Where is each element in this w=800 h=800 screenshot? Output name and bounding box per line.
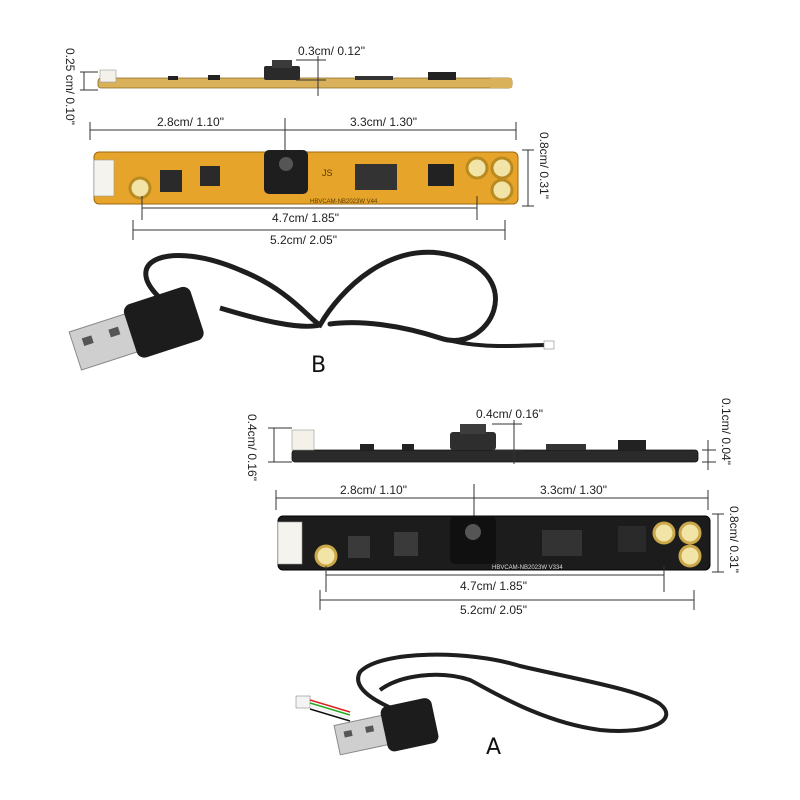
variant-a-side-view: 0.4cm/ 0.16" 0.4cm/ 0.16" 0.1cm/ 0.04"	[245, 398, 733, 481]
a-hole-spacing-label: 4.7cm/ 1.85"	[460, 579, 527, 593]
variant-a: 0.4cm/ 0.16" 0.4cm/ 0.16" 0.1cm/ 0.04" 2…	[245, 398, 741, 760]
a-left-span-label: 2.8cm/ 1.10"	[340, 483, 407, 497]
b-mark-text: JS	[322, 168, 333, 178]
a-variant-label: A	[486, 735, 501, 760]
a-side-thickness-label: 0.4cm/ 0.16"	[245, 414, 259, 481]
b-silk-text: HBVCAM-NB2023W V44	[310, 199, 378, 205]
variant-b-side-view: 0.25 cm/ 0.10" 0.3cm/ 0.12"	[63, 44, 513, 125]
a-right-span-label: 3.3cm/ 1.30"	[540, 483, 607, 497]
variant-b: 0.25 cm/ 0.10" 0.3cm/ 0.12" 2.8cm/ 1.10"…	[63, 44, 555, 378]
variant-b-span-dims: 2.8cm/ 1.10" 3.3cm/ 1.30"	[89, 115, 517, 165]
a-width-label: 0.8cm/ 0.31"	[727, 506, 741, 573]
b-right-span-label: 3.3cm/ 1.30"	[350, 115, 417, 129]
variant-b-width-dim: 0.8cm/ 0.31"	[522, 132, 551, 207]
a-usb-plug-icon	[333, 698, 439, 756]
b-variant-label: B	[311, 353, 326, 378]
variant-a-span-dims: 2.8cm/ 1.10" 3.3cm/ 1.30"	[275, 483, 709, 530]
b-hole-spacing-label: 4.7cm/ 1.85"	[272, 211, 339, 225]
b-left-span-label: 2.8cm/ 1.10"	[157, 115, 224, 129]
variant-b-length-dims: 4.7cm/ 1.85" 5.2cm/ 2.05"	[132, 196, 506, 247]
a-silk-text: HBVCAM-NB2023W V334	[492, 565, 563, 571]
b-side-thickness-label: 0.25 cm/ 0.10"	[63, 48, 77, 125]
a-total-length-label: 5.2cm/ 2.05"	[460, 603, 527, 617]
variant-b-usb-cable: B	[68, 249, 555, 378]
variant-b-board-top-view: HBVCAM-NB2023W V44 JS	[93, 150, 519, 205]
b-total-length-label: 5.2cm/ 2.05"	[270, 233, 337, 247]
variant-a-usb-cable: A	[295, 652, 669, 760]
variant-a-width-dim: 0.8cm/ 0.31"	[712, 506, 741, 573]
a-lens-height-label: 0.4cm/ 0.16"	[476, 407, 543, 421]
b-width-label: 0.8cm/ 0.31"	[537, 132, 551, 199]
variant-a-length-dims: 4.7cm/ 1.85" 5.2cm/ 2.05"	[319, 566, 695, 617]
a-pcb-thickness-label: 0.1cm/ 0.04"	[719, 398, 733, 465]
b-usb-plug-icon	[68, 286, 204, 371]
b-lens-height-label: 0.3cm/ 0.12"	[298, 44, 365, 58]
variant-a-board-top-view: HBVCAM-NB2023W V334	[277, 515, 711, 571]
